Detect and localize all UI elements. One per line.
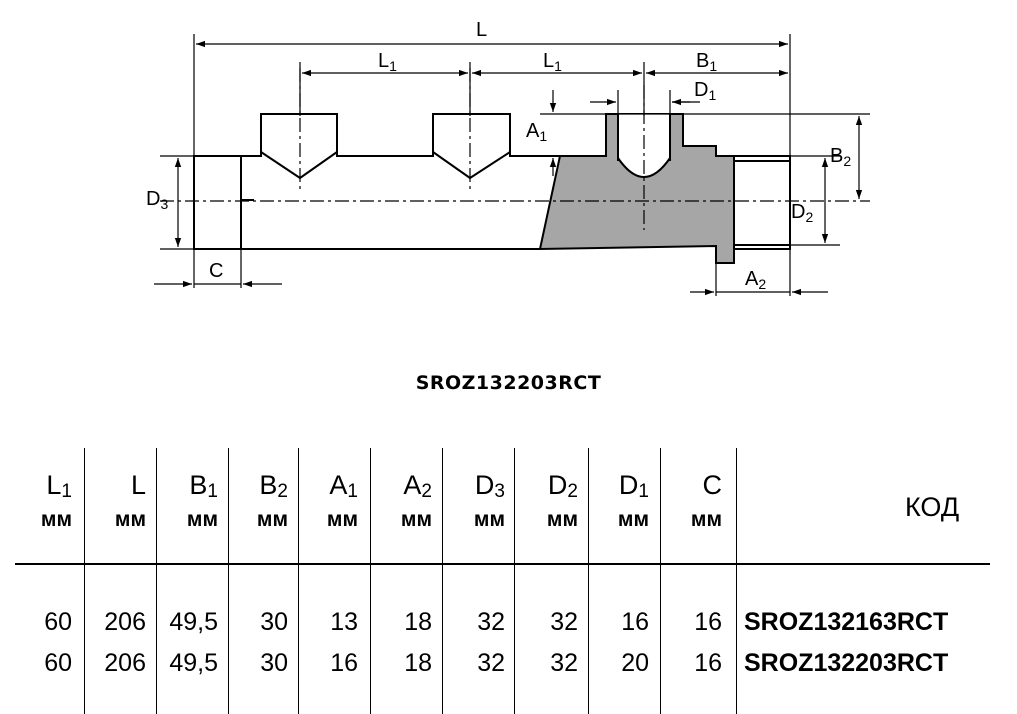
- cell-D2: 32: [550, 649, 578, 677]
- cell-D2: 32: [550, 608, 578, 636]
- cell-L1: 60: [44, 608, 72, 636]
- model-title: SROZ132203RCT: [415, 372, 602, 394]
- col-header-code: КОД: [905, 492, 960, 522]
- cell-L: 206: [104, 608, 146, 636]
- cell-A2: 18: [404, 649, 432, 677]
- dim-label-B1: B1: [696, 50, 717, 74]
- header-divider: [15, 563, 990, 565]
- cell-B1: 49,5: [169, 649, 218, 677]
- col-divider: [514, 448, 515, 714]
- col-divider: [588, 448, 589, 714]
- cell-L1: 60: [44, 649, 72, 677]
- cell-D1: 16: [621, 608, 649, 636]
- cell-A1: 13: [330, 608, 358, 636]
- col-divider: [84, 448, 85, 714]
- dim-label-D2: D2: [791, 201, 813, 225]
- dim-label-C: C: [209, 260, 223, 282]
- table-row: 60 206 49,5 30 16 18 32 32 20 16 SROZ132…: [0, 649, 1017, 679]
- dimension-lines: [154, 40, 863, 296]
- cell-B2: 30: [260, 608, 288, 636]
- dim-label-L1-right: L1: [543, 50, 562, 74]
- dim-label-D1: D1: [694, 79, 716, 103]
- cell-C: 16: [694, 608, 722, 636]
- extension-lines: [160, 34, 870, 296]
- technical-drawing: L L1 L1 B1 D1 A1 B2 D2 D3 C A2: [146, 19, 870, 296]
- cell-D3: 32: [477, 649, 505, 677]
- col-divider: [228, 448, 229, 714]
- cell-code: SROZ132163RCT: [744, 608, 949, 636]
- cell-code: SROZ132203RCT: [744, 649, 949, 677]
- col-divider: [660, 448, 661, 714]
- col-divider: [156, 448, 157, 714]
- cell-C: 16: [694, 649, 722, 677]
- col-divider: [298, 448, 299, 714]
- dim-label-B2: B2: [830, 145, 851, 169]
- cell-B2: 30: [260, 649, 288, 677]
- col-divider: [442, 448, 443, 714]
- dim-label-L1-left: L1: [378, 50, 397, 74]
- dim-label-L: L: [476, 19, 487, 41]
- cell-A1: 16: [330, 649, 358, 677]
- cell-D3: 32: [477, 608, 505, 636]
- cell-L: 206: [104, 649, 146, 677]
- dim-label-A2: A2: [745, 268, 766, 292]
- cell-A2: 18: [404, 608, 432, 636]
- col-divider: [370, 448, 371, 714]
- table-row: 60 206 49,5 30 13 18 32 32 16 16 SROZ132…: [0, 608, 1017, 638]
- cell-D1: 20: [621, 649, 649, 677]
- dim-label-A1: A1: [526, 120, 547, 144]
- cell-B1: 49,5: [169, 608, 218, 636]
- col-divider: [736, 448, 737, 714]
- dim-label-D3: D3: [146, 188, 168, 212]
